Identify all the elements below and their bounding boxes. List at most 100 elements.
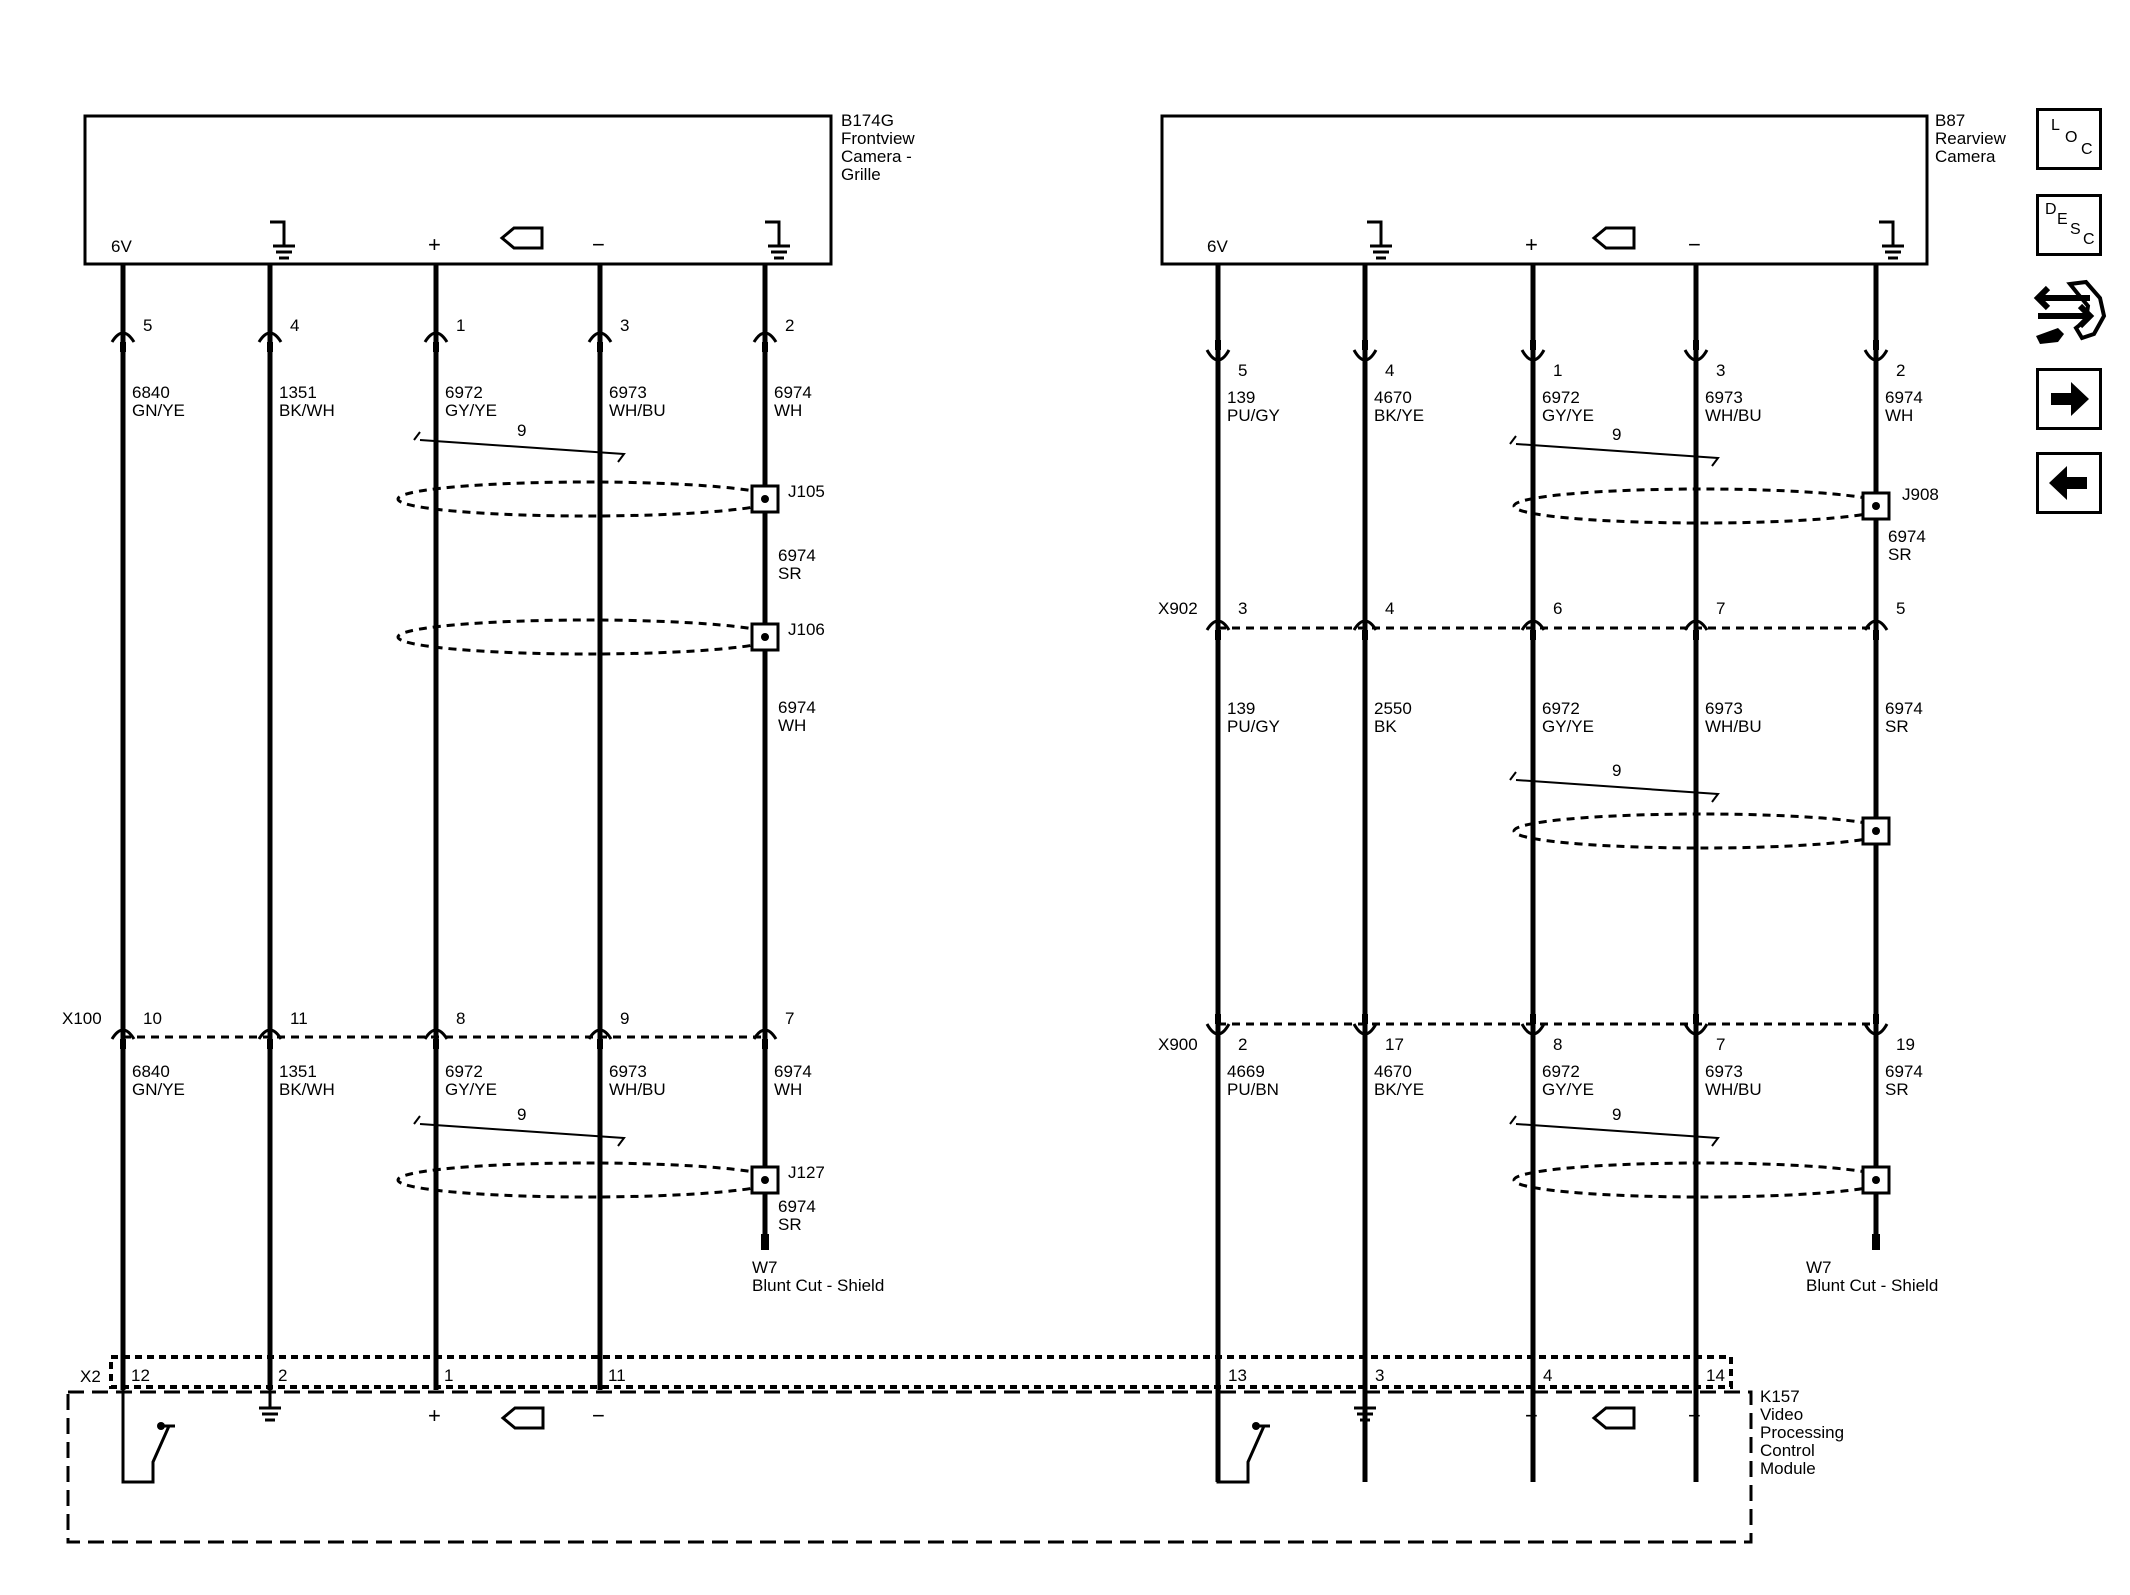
splice-dot (761, 495, 769, 503)
b174g-6v-label: 6V (111, 237, 132, 256)
splice-label-j908: J908 (1902, 485, 1939, 504)
switch-symbol (1216, 1390, 1266, 1484)
x2-connector-box (109, 1355, 1733, 1389)
terminal (433, 1039, 439, 1049)
terminal (1362, 630, 1368, 640)
connector-cavity (1205, 619, 1231, 631)
terminal (1693, 340, 1699, 350)
k157-minus-label: − (592, 1403, 605, 1428)
splice-label-j127: J127 (788, 1163, 825, 1182)
terminal (433, 342, 439, 352)
b87-plus-label: + (1525, 232, 1538, 257)
loc-letter-l: L (2051, 117, 2060, 134)
connector-cavity (1520, 1023, 1546, 1036)
pin-label: 4 (1385, 361, 1394, 380)
connector-cavity (752, 331, 778, 343)
camera-icon (1591, 226, 1636, 250)
connector-cavity (1863, 349, 1889, 362)
pin-label: 19 (1896, 1035, 1915, 1054)
pin-label: 4 (290, 316, 299, 335)
ground-lead (765, 220, 781, 246)
twist-label: 9 (517, 421, 526, 440)
terminal (1530, 340, 1536, 350)
pin-label: 10 (143, 1009, 162, 1028)
pin-label: 8 (456, 1009, 465, 1028)
shield-ellipse (1512, 487, 1890, 525)
pin-label: 3 (1375, 1366, 1384, 1385)
terminal (1530, 630, 1536, 640)
pin-label: 8 (1553, 1035, 1562, 1054)
splice-label-j106: J106 (788, 620, 825, 639)
splice-dot (761, 1176, 769, 1184)
connector-cavity (587, 331, 613, 343)
terminal (120, 342, 126, 352)
next-arrow-icon[interactable] (2036, 368, 2102, 430)
terminal (1873, 1014, 1879, 1024)
terminal (1215, 340, 1221, 350)
ground-lead (1879, 220, 1895, 246)
b174g-box (83, 114, 833, 266)
loc-button[interactable]: L O C (2036, 108, 2102, 170)
pin-label: 11 (290, 1009, 308, 1028)
desc-letter-d: D (2045, 201, 2057, 218)
pin-label: 3 (1716, 361, 1725, 380)
connector-cavity (1683, 1023, 1709, 1036)
splice-dot (1872, 1176, 1880, 1184)
back-arrow-icon[interactable] (2036, 452, 2102, 514)
connector-cavity (752, 1028, 778, 1040)
camera-icon (500, 1406, 545, 1430)
connector-cavity (587, 1028, 613, 1040)
pin-label: 2 (1238, 1035, 1247, 1054)
pin-label: 4 (1543, 1366, 1552, 1385)
b87-6v-label: 6V (1207, 237, 1228, 256)
pin-label: 2 (278, 1366, 287, 1385)
terminal (1530, 1014, 1536, 1024)
terminal (1693, 1014, 1699, 1024)
connector-cavity (1352, 619, 1378, 631)
twist-label: 9 (1612, 761, 1621, 780)
loc-letter-o: O (2065, 129, 2078, 146)
twisted-pair-mark (1509, 771, 1720, 803)
connector-cavity (257, 1028, 283, 1040)
pin-label: 12 (131, 1366, 150, 1385)
switch-symbol (121, 1390, 171, 1484)
twisted-pair-mark (1509, 1115, 1720, 1147)
pin-label: 7 (1716, 1035, 1725, 1054)
shield-ellipse (396, 618, 778, 656)
connector-repair-icon[interactable] (2030, 276, 2108, 346)
ground-lead (270, 220, 286, 246)
x900-label: X900 (1158, 1035, 1198, 1054)
switch-pivot (157, 1422, 165, 1430)
splice-box (1861, 491, 1891, 521)
desc-letter-s: S (2070, 221, 2081, 238)
pin-label: 17 (1385, 1035, 1404, 1054)
k157-minus-label: − (1688, 1403, 1701, 1428)
camera-icon (499, 226, 544, 250)
splice-dot (761, 633, 769, 641)
pin-label: 1 (456, 316, 465, 335)
pin-label: 11 (608, 1366, 626, 1385)
loc-letter-c: C (2081, 141, 2093, 158)
k157-box (66, 1390, 1753, 1544)
desc-button[interactable]: D E S C (2036, 194, 2102, 256)
